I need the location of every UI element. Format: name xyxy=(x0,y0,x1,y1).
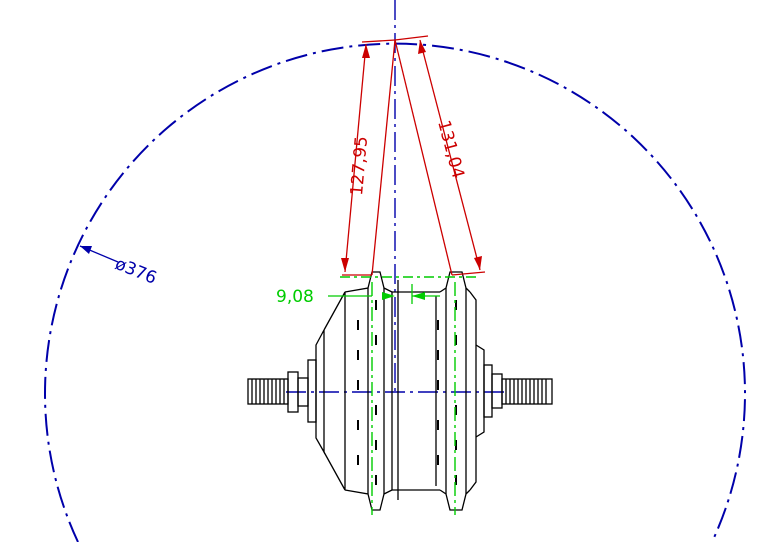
spoke-right-dimension: 131,04 xyxy=(433,118,468,181)
rim-diameter-dimension: ø376 xyxy=(112,254,159,289)
flange-offset-dimension: 9,08 xyxy=(276,287,314,307)
spoke-dimension-lines xyxy=(342,35,486,276)
flange-offset-arrows xyxy=(382,292,425,300)
hub-body xyxy=(247,271,553,511)
spoke-left-dimension: 127,95 xyxy=(347,135,372,196)
rim-diameter-arrow xyxy=(80,246,92,254)
spoke-dimension-arrows xyxy=(341,40,482,272)
flange-centerlines xyxy=(340,276,480,515)
rim-circle xyxy=(44,42,746,542)
